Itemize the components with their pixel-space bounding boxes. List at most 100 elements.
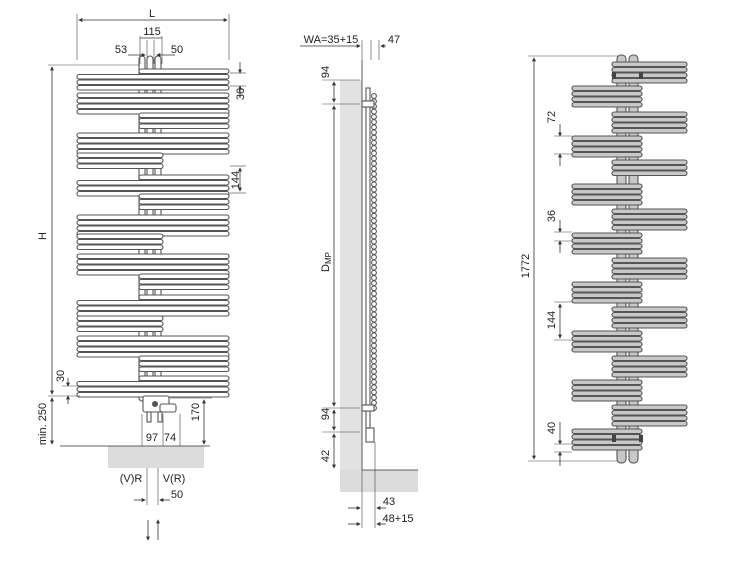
side-tube-section bbox=[371, 238, 377, 245]
front-bar bbox=[76, 258, 230, 265]
front-bar bbox=[76, 340, 230, 347]
front-bar bbox=[138, 273, 230, 280]
right-bar bbox=[571, 384, 643, 391]
dim-50-top: 50 bbox=[171, 44, 183, 56]
side-tube-section bbox=[371, 311, 377, 318]
side-tube-section bbox=[371, 373, 377, 380]
right-bar bbox=[611, 355, 688, 362]
right-bar bbox=[571, 188, 643, 195]
front-bar bbox=[76, 335, 230, 342]
right-bar bbox=[611, 409, 688, 416]
right-bar bbox=[611, 72, 688, 79]
front-bar bbox=[76, 253, 230, 260]
right-bar bbox=[611, 268, 688, 275]
front-bar bbox=[76, 143, 230, 150]
front-bar bbox=[76, 103, 230, 110]
right-bar bbox=[571, 101, 643, 108]
dim-50-bottom: 50 bbox=[171, 489, 183, 501]
right-bar bbox=[571, 335, 643, 342]
right-bar bbox=[571, 297, 643, 304]
front-bar bbox=[138, 123, 230, 130]
right-bar bbox=[611, 127, 688, 134]
side-floor bbox=[340, 470, 418, 492]
front-bar bbox=[76, 152, 164, 159]
right-bar bbox=[571, 439, 643, 446]
side-tube-section bbox=[371, 285, 377, 292]
right-bar bbox=[611, 306, 688, 313]
right-bar bbox=[571, 146, 643, 153]
side-tube-section bbox=[371, 306, 377, 313]
front-bar bbox=[76, 386, 230, 393]
dim-47: 47 bbox=[388, 34, 400, 46]
front-bar bbox=[138, 284, 230, 291]
front-bar bbox=[76, 315, 164, 322]
front-bar bbox=[76, 305, 230, 312]
dim-DMP: DMP bbox=[320, 252, 333, 272]
right-bar bbox=[571, 379, 643, 386]
side-tube-section bbox=[371, 280, 377, 287]
right-bar bbox=[571, 281, 643, 288]
front-bar bbox=[76, 238, 164, 245]
dim-94-top: 94 bbox=[320, 66, 332, 78]
front-bar bbox=[76, 157, 164, 164]
right-bar bbox=[571, 237, 643, 244]
side-tube-section bbox=[371, 217, 377, 224]
side-riser bbox=[365, 87, 371, 429]
side-tube-section bbox=[371, 181, 377, 188]
dim-72: 72 bbox=[546, 111, 558, 123]
dim-170: 170 bbox=[190, 403, 202, 421]
right-bar bbox=[611, 404, 688, 411]
side-tube-section bbox=[371, 269, 377, 276]
right-bar bbox=[571, 341, 643, 348]
right-bar bbox=[611, 111, 688, 118]
side-tube-section bbox=[371, 389, 377, 396]
label-vr-right: V(R) bbox=[163, 473, 186, 485]
side-tube-section bbox=[371, 342, 377, 349]
front-tube-bars bbox=[76, 68, 230, 398]
front-bar bbox=[138, 68, 230, 75]
right-bar bbox=[571, 85, 643, 92]
front-bar bbox=[138, 198, 230, 205]
front-bar bbox=[138, 117, 230, 124]
right-tube-bars bbox=[571, 61, 688, 451]
front-bar bbox=[76, 92, 230, 99]
right-bar bbox=[611, 257, 688, 264]
dim-30: 30 bbox=[55, 370, 67, 382]
dim-1772: 1772 bbox=[520, 254, 532, 278]
side-tube-section bbox=[371, 165, 377, 172]
front-bar bbox=[76, 326, 164, 333]
side-tube-section bbox=[371, 228, 377, 235]
right-bar bbox=[571, 140, 643, 147]
side-tube-section bbox=[371, 243, 377, 250]
side-tube-section bbox=[371, 254, 377, 261]
front-bar bbox=[76, 244, 164, 251]
side-tube-section bbox=[371, 223, 377, 229]
front-view: L 115 53 50 36 144 H 30 min bbox=[37, 8, 247, 541]
right-bar bbox=[571, 151, 643, 158]
front-bar bbox=[138, 366, 230, 373]
right-bar bbox=[571, 444, 643, 451]
side-tube-section bbox=[371, 202, 377, 209]
right-bar bbox=[611, 273, 688, 280]
side-tube-section bbox=[371, 113, 377, 120]
side-tube-section bbox=[371, 259, 377, 266]
side-tube-section bbox=[371, 212, 377, 219]
front-bar bbox=[76, 163, 164, 170]
right-bar bbox=[611, 371, 688, 378]
dim-115: 115 bbox=[143, 26, 161, 38]
front-bar bbox=[76, 225, 230, 232]
dim-36: 36 bbox=[235, 88, 247, 100]
right-bar bbox=[611, 317, 688, 324]
right-bar bbox=[611, 164, 688, 171]
dim-43: 43 bbox=[383, 496, 395, 508]
side-tube-section bbox=[371, 275, 377, 281]
front-bar bbox=[76, 310, 230, 317]
right-bar bbox=[571, 243, 643, 250]
side-tube-section bbox=[371, 327, 377, 333]
side-tube-section bbox=[371, 358, 377, 365]
front-bar bbox=[76, 380, 230, 387]
dim-40: 40 bbox=[546, 422, 558, 434]
front-bar bbox=[76, 132, 230, 139]
front-bar bbox=[76, 185, 230, 192]
